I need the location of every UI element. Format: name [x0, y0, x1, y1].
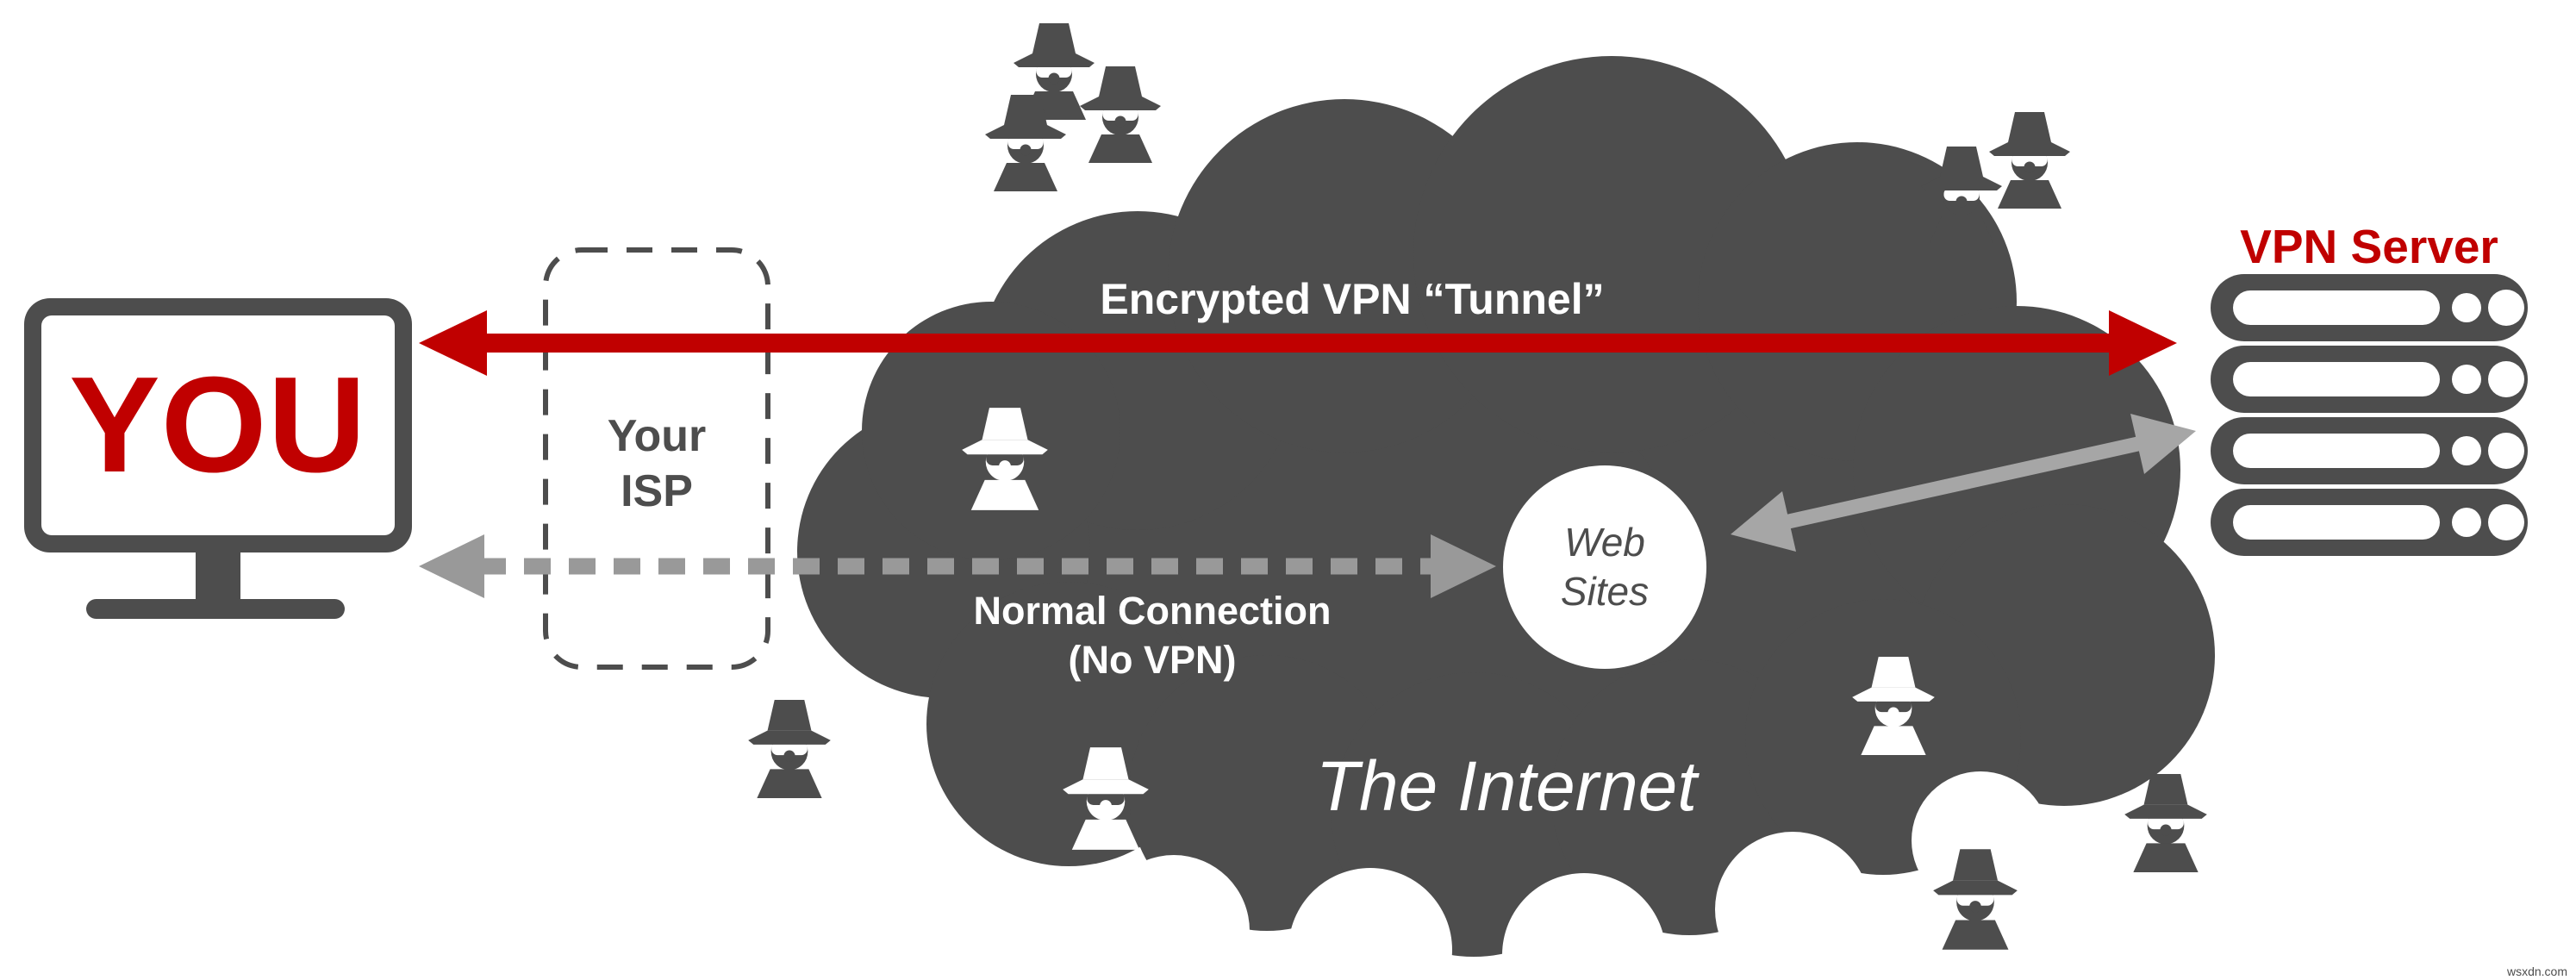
server-unit: [2211, 346, 2528, 413]
normal-connection-arrow: [419, 534, 1496, 598]
vpn-server-label: VPN Server: [2240, 220, 2498, 273]
spy-icon: [1852, 657, 1935, 755]
web-sites-node: Web Sites: [1503, 465, 1706, 669]
spy-icon: [962, 408, 1048, 510]
spy-icon: [985, 95, 1066, 191]
you-label: YOU: [69, 349, 367, 501]
internet-label: The Internet: [1315, 747, 1698, 826]
isp-label-line2: ISP: [621, 466, 693, 516]
monitor-screen: YOU: [41, 315, 395, 535]
spy-icon: [1080, 66, 1161, 163]
spy-icon: [1933, 849, 2018, 950]
monitor-icon: YOU: [24, 298, 412, 552]
server-unit: [2211, 274, 2528, 341]
monitor-base: [86, 599, 345, 619]
server-unit: [2211, 489, 2528, 556]
spy-icon: [1063, 747, 1149, 850]
spy-icon: [748, 700, 831, 798]
vpn-tunnel-arrow: [419, 310, 2177, 376]
server-unit: [2211, 417, 2528, 484]
normal-connection-label: Normal Connection (No VPN): [973, 586, 1331, 684]
monitor-stand: [196, 551, 240, 606]
web-sites-line2: Sites: [1560, 569, 1650, 614]
server-rack-icon: [2211, 274, 2528, 556]
vpn-tunnel-label: Encrypted VPN “Tunnel”: [1100, 275, 1605, 323]
spy-icon: [1921, 147, 2002, 243]
isp-label: Your ISP: [608, 409, 707, 519]
spy-icon: [2124, 774, 2207, 872]
web-sites-line1: Web: [1564, 520, 1645, 565]
cloud-scallop-cutouts: [1098, 771, 2049, 980]
watermark: wsxdn.com: [2506, 964, 2567, 978]
isp-label-line1: Your: [607, 411, 707, 461]
websites-vpnserver-arrow: [1731, 414, 2196, 552]
normal-connection-line1: Normal Connection: [973, 589, 1332, 633]
normal-connection-line2: (No VPN): [1068, 638, 1237, 682]
isp-box: [543, 247, 770, 670]
